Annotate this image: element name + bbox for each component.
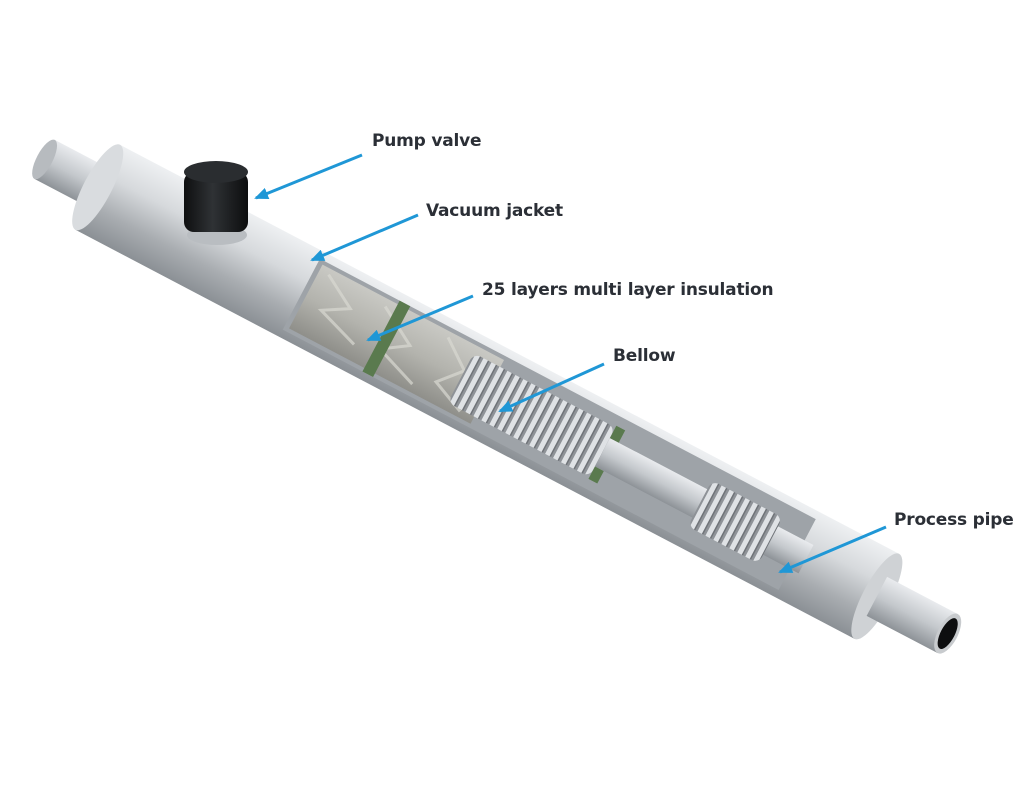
bellow-coils	[450, 355, 613, 475]
arrow-process-pipe	[778, 525, 887, 574]
spacer-ring-2	[609, 425, 626, 443]
arrow-insulation	[366, 294, 474, 342]
arrow-pump-valve	[254, 153, 363, 200]
left-pipe-end	[32, 139, 58, 180]
label-vacuum-jacket: Vacuum jacket	[426, 201, 563, 221]
pump-valve-icon	[184, 161, 248, 245]
spacer-ring-1	[362, 300, 411, 378]
mli-layer	[289, 264, 505, 424]
label-bellow: Bellow	[613, 346, 676, 366]
pipe-assembly	[32, 139, 962, 654]
label-insulation: 25 layers multi layer insulation	[482, 280, 774, 300]
label-process-pipe: Process pipe	[894, 510, 1014, 530]
arrow-bellow	[498, 362, 605, 413]
jacket-left-end	[72, 144, 124, 231]
right-bellow-coils	[690, 483, 780, 561]
right-pipe-stub	[866, 576, 958, 654]
label-pump-valve: Pump valve	[372, 131, 482, 151]
arrow-vacuum-jacket	[310, 213, 419, 262]
spacer-ring-3	[588, 466, 604, 484]
